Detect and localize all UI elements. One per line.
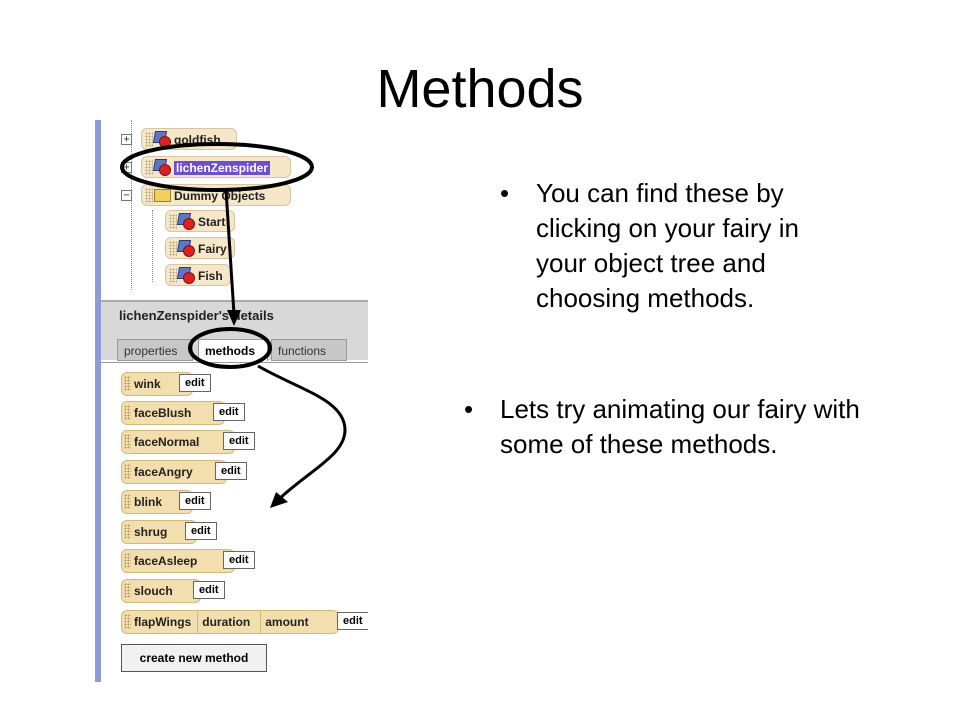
bullet-text: You can find these by clicking on your f…	[536, 178, 799, 313]
grip-icon	[124, 614, 131, 629]
edit-faceangry-button[interactable]: edit	[215, 462, 247, 480]
tree-item-start[interactable]: Start	[165, 210, 235, 232]
tab-properties[interactable]: properties	[117, 339, 193, 361]
edit-wink-button[interactable]: edit	[179, 374, 211, 392]
grip-icon	[145, 188, 153, 203]
details-header: lichenZenspider's details properties met…	[101, 300, 368, 361]
tree-guide-line	[152, 210, 153, 282]
tree-item-label: lichenZenspider	[174, 161, 271, 175]
method-faceblush-tile[interactable]: faceBlush	[121, 401, 225, 425]
tree-item-label: Fairy	[198, 242, 227, 256]
method-slouch-tile[interactable]: slouch	[121, 579, 201, 603]
method-name: faceNormal	[134, 435, 200, 449]
edit-faceblush-button[interactable]: edit	[213, 403, 245, 421]
tree-item-fish[interactable]: Fish	[165, 264, 231, 286]
create-new-method-button[interactable]: create new method	[121, 644, 267, 672]
method-name: faceBlush	[134, 406, 192, 420]
grip-icon	[124, 376, 131, 391]
bullet-find-methods: • You can find these by clicking on your…	[500, 176, 856, 316]
method-name: slouch	[134, 584, 173, 598]
method-name: wink	[134, 377, 161, 391]
param-duration[interactable]: duration	[197, 611, 255, 633]
folder-icon	[154, 189, 171, 202]
expand-icon[interactable]: +	[121, 162, 132, 173]
tab-functions[interactable]: functions	[271, 339, 347, 361]
object-icon	[176, 213, 195, 230]
object-icon	[176, 267, 195, 284]
alice-screenshot: + goldfish + lichenZenspider − Dummy Obj…	[95, 120, 368, 682]
methods-list: wink edit faceBlush edit faceNormal edit…	[101, 362, 368, 682]
tree-item-fairy[interactable]: Fairy	[165, 237, 235, 259]
tree-item-label: Dummy Objects	[174, 189, 266, 203]
grip-icon	[169, 241, 177, 256]
grip-icon	[124, 434, 131, 449]
tree-guide-line	[131, 120, 132, 290]
method-name: faceAngry	[134, 465, 193, 479]
tree-item-goldfish[interactable]: goldfish	[141, 128, 237, 150]
tree-item-dummy-objects[interactable]: Dummy Objects	[141, 184, 291, 206]
details-panel: lichenZenspider's details properties met…	[101, 300, 368, 682]
bullet-dot: •	[464, 394, 474, 424]
tree-item-lichenzenspider[interactable]: lichenZenspider	[141, 156, 291, 178]
edit-facenormal-button[interactable]: edit	[223, 432, 255, 450]
object-tree: + goldfish + lichenZenspider − Dummy Obj…	[101, 120, 368, 295]
edit-blink-button[interactable]: edit	[179, 492, 211, 510]
grip-icon	[124, 553, 131, 568]
slide-title: Methods	[376, 59, 584, 119]
tree-item-label: Fish	[198, 269, 223, 283]
tab-methods[interactable]: methods	[198, 339, 268, 361]
method-faceasleep-tile[interactable]: faceAsleep	[121, 549, 235, 573]
edit-slouch-button[interactable]: edit	[193, 581, 225, 599]
grip-icon	[124, 583, 131, 598]
tree-item-label: Start	[198, 215, 226, 229]
tree-item-label: goldfish	[174, 133, 221, 147]
param-amount[interactable]: amount	[260, 611, 313, 633]
edit-flapwings-button[interactable]: edit	[337, 612, 368, 630]
grip-icon	[124, 405, 131, 420]
grip-icon	[124, 524, 131, 539]
method-name: blink	[134, 495, 163, 509]
grip-icon	[169, 268, 177, 283]
grip-icon	[124, 494, 131, 509]
method-name: flapWings	[134, 615, 192, 629]
expand-icon[interactable]: +	[121, 134, 132, 145]
details-title: lichenZenspider's details	[119, 308, 274, 323]
grip-icon	[145, 160, 153, 175]
collapse-icon[interactable]: −	[121, 190, 132, 201]
grip-icon	[145, 132, 153, 147]
bullet-try-animating: • Lets try animating our fairy with some…	[464, 392, 860, 462]
method-shrug-tile[interactable]: shrug	[121, 520, 197, 544]
object-icon	[176, 240, 195, 257]
object-icon	[152, 131, 171, 148]
bullet-dot: •	[500, 178, 510, 208]
bullet-text: Lets try animating our fairy with some o…	[500, 394, 860, 459]
method-faceangry-tile[interactable]: faceAngry	[121, 460, 227, 484]
edit-shrug-button[interactable]: edit	[185, 522, 217, 540]
object-icon	[152, 159, 171, 176]
grip-icon	[124, 464, 131, 479]
edit-faceasleep-button[interactable]: edit	[223, 551, 255, 569]
method-facenormal-tile[interactable]: faceNormal	[121, 430, 235, 454]
method-name: faceAsleep	[134, 554, 198, 568]
grip-icon	[169, 214, 177, 229]
method-name: shrug	[134, 525, 168, 539]
